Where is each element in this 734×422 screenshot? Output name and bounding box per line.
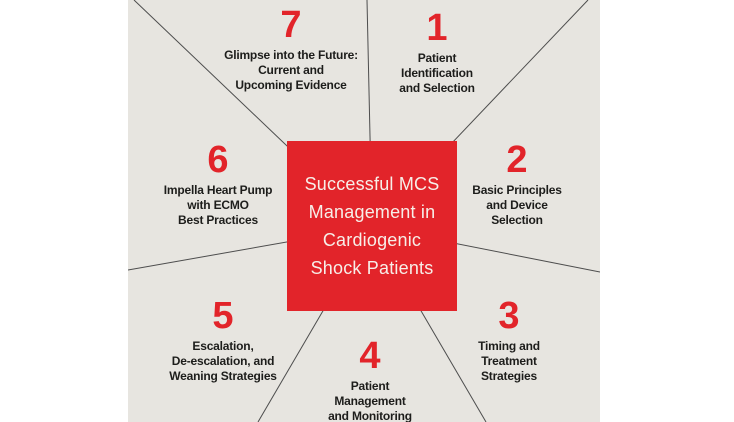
section-3-label: Timing and Treatment Strategies: [478, 339, 540, 383]
section-2-number: 2: [506, 139, 528, 181]
section-7-label: Glimpse into the Future: Current and Upc…: [224, 48, 358, 92]
section-1-label: Patient Identification and Selection: [399, 51, 475, 95]
section-7: 7 Glimpse into the Future: Current and U…: [224, 5, 358, 93]
section-3: 3 Timing and Treatment Strategies: [478, 296, 540, 384]
section-4-number: 4: [359, 335, 381, 377]
section-4-label: Patient Management and Monitoring: [328, 379, 412, 422]
center-title-line: Management in: [308, 202, 436, 222]
section-1: 1 Patient Identification and Selection: [399, 7, 475, 96]
center-title-line: Cardiogenic: [322, 230, 422, 250]
center-title-line: Shock Patients: [310, 258, 434, 278]
section-4: 4 Patient Management and Monitoring: [328, 336, 412, 422]
section-3-number: 3: [498, 295, 520, 337]
section-2-label: Basic Principles and Device Selection: [472, 183, 562, 227]
section-6: 6 Impella Heart Pump with ECMO Best Prac…: [163, 139, 273, 228]
section-1-number: 1: [426, 7, 448, 49]
diagram-area: 1 Patient Identification and Selection 2…: [128, 0, 600, 422]
section-2: 2 Basic Principles and Device Selection: [472, 140, 562, 228]
center-title-card: Successful MCS Management in Cardiogenic…: [287, 141, 457, 311]
section-5-number: 5: [212, 295, 234, 337]
section-5: 5 Escalation, De-escalation, and Weaning…: [169, 296, 277, 384]
section-7-number: 7: [280, 4, 302, 46]
section-6-number: 6: [207, 139, 229, 181]
center-title-line: Successful MCS: [304, 174, 440, 194]
section-6-label: Impella Heart Pump with ECMO Best Practi…: [163, 183, 273, 227]
section-5-label: Escalation, De-escalation, and Weaning S…: [169, 339, 277, 383]
